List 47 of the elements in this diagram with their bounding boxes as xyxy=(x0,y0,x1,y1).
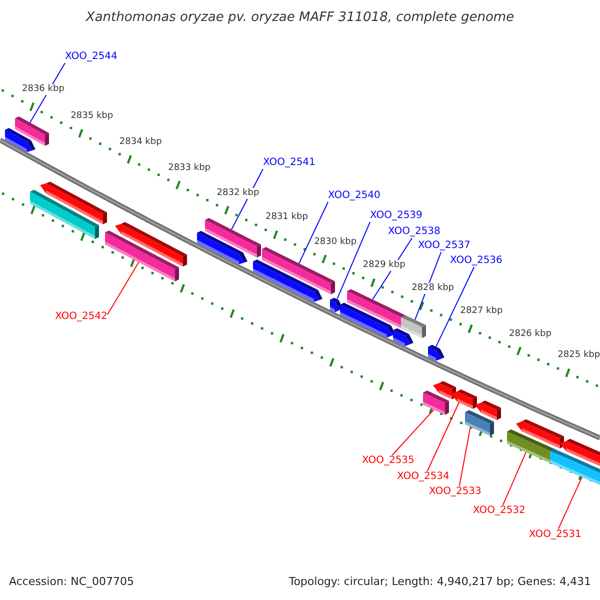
scale-label: 2825 kbp xyxy=(558,350,600,362)
scale-label: 2835 kbp xyxy=(70,110,114,122)
scale-label: 2828 kbp xyxy=(412,283,454,294)
gene-feature xyxy=(253,247,335,302)
gene-label: XOO_2531 xyxy=(529,529,582,541)
genome-info-text: Topology: circular; Length: 4,940,217 bp; Genes: 4,431 xyxy=(288,575,591,589)
leader-line xyxy=(436,266,475,348)
gene-feature xyxy=(5,116,49,152)
gene-label: XOO_2540 xyxy=(328,190,380,202)
gene-feature xyxy=(393,315,426,346)
gene-feature xyxy=(550,438,600,485)
scale-label: 2834 kbp xyxy=(119,136,162,148)
leader-line xyxy=(392,409,434,456)
leader-line xyxy=(558,476,582,530)
title: Xanthomonas oryzae pv. oryzae MAFF 311018, complete genome xyxy=(86,10,514,26)
gene-feature xyxy=(428,344,444,361)
gene-label: XOO_2538 xyxy=(388,226,440,238)
scale-label: 2831 kbp xyxy=(266,212,308,224)
gene-feature xyxy=(423,381,456,415)
leader-line xyxy=(458,426,471,486)
gene-label: XOO_2534 xyxy=(397,471,450,483)
leader-line xyxy=(502,452,526,506)
gene-feature xyxy=(105,222,187,282)
gene-label: XOO_2542 xyxy=(55,311,108,323)
gene-label: XOO_2537 xyxy=(418,240,470,252)
scale-label: 2833 kbp xyxy=(168,162,210,174)
gene-label: XOO_2536 xyxy=(450,255,502,267)
scale-label: 2829 kbp xyxy=(362,260,406,272)
accession-text: Accession: NC_007705 xyxy=(9,575,134,589)
gene-feature xyxy=(465,400,501,436)
scale-label: 2827 kbp xyxy=(460,306,503,318)
leader-line xyxy=(298,202,328,264)
leader-line xyxy=(336,222,370,300)
gene-label: XOO_2533 xyxy=(429,486,482,498)
gene-feature xyxy=(451,389,477,409)
leader-line xyxy=(426,402,460,472)
leader-line xyxy=(106,262,140,316)
scale-label: 2832 kbp xyxy=(216,188,260,199)
scale-label: 2836 kbp xyxy=(22,84,64,96)
gene-label: XOO_2539 xyxy=(370,210,422,222)
gene-label: XOO_2532 xyxy=(473,505,526,517)
gene-label: XOO_2535 xyxy=(362,455,414,467)
gene-label: XOO_2544 xyxy=(65,51,118,63)
scale-label: 2826 kbp xyxy=(509,328,552,340)
gene-label: XOO_2541 xyxy=(263,157,316,169)
gene-feature xyxy=(197,218,261,264)
scale-label: 2830 kbp xyxy=(314,236,357,248)
